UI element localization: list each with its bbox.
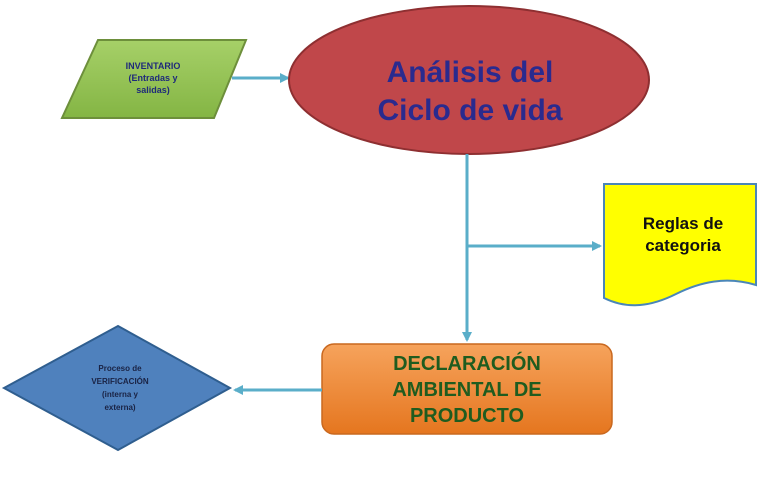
reglas-label-line1: Reglas de (642, 214, 724, 233)
verificacion-label-line2: VERIFICACIÓN (91, 377, 149, 386)
analisis-label-line2: Ciclo de vida (377, 94, 563, 127)
reglas-document-shape (603, 183, 757, 307)
verificacion-label: Proceso de VERIFICACIÓN (interna y exter… (46, 340, 194, 436)
declaracion-label-line1: DECLARACIÓN (393, 353, 541, 375)
inventario-label-line1: INVENTARIO (125, 61, 181, 71)
declaracion-label-line3: PRODUCTO (409, 405, 525, 427)
declaracion-label-line2: AMBIENTAL DE (392, 379, 542, 401)
inventario-parallelogram (60, 39, 248, 119)
reglas-label: Reglas de categoria (608, 200, 758, 270)
verificacion-diamond (1, 324, 233, 452)
analisis-label-line1: Análisis del (386, 56, 554, 89)
inventario-label-line2: (Entradas y (128, 73, 178, 83)
declaracion-label: DECLARACIÓN AMBIENTAL DE PRODUCTO (322, 346, 612, 434)
reglas-label-line2: categoria (645, 236, 721, 255)
inventario-label-line3: salidas) (136, 85, 170, 95)
inventario-label: INVENTARIO (Entradas y salidas) (78, 50, 228, 106)
analisis-ellipse (288, 5, 650, 155)
verificacion-label-line3: (interna y (101, 390, 138, 399)
analisis-label: Análisis del Ciclo de vida (320, 44, 620, 140)
verificacion-label-line4: externa) (104, 403, 136, 412)
verificacion-label-line1: Proceso de (98, 364, 142, 373)
